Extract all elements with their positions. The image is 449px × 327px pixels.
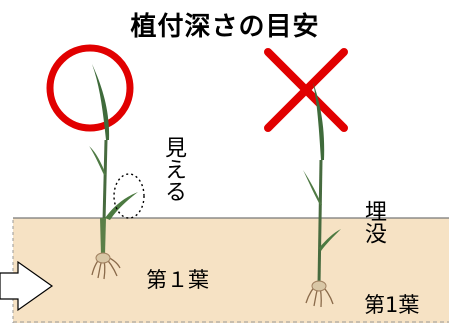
first-leaf-label-right: 第1葉 <box>364 293 420 317</box>
right-seedling-leaf <box>303 170 322 205</box>
circle-mark <box>46 44 134 132</box>
first-leaf-label-left: 第１葉 <box>146 268 209 292</box>
left-seedling-first-leaf <box>105 192 138 220</box>
left-seedling-blade <box>92 64 110 140</box>
first-leaf-dotted-circle <box>113 173 145 219</box>
left-seed <box>95 252 111 264</box>
left-seedling <box>89 64 138 280</box>
visible-label: 見える <box>161 136 186 202</box>
page-title: 植付深さの目安 <box>130 12 320 42</box>
right-seedling <box>303 82 341 308</box>
right-seedling-blade <box>313 82 325 160</box>
left-seedling-base <box>100 218 106 255</box>
first-leaf-arrow <box>0 260 54 312</box>
cross-mark <box>264 48 348 132</box>
buried-label: 埋没 <box>361 200 386 244</box>
soil-block <box>13 218 449 323</box>
right-seedling-first-leaf <box>319 229 341 251</box>
right-seedling-stem <box>317 159 323 286</box>
right-seed <box>311 280 327 292</box>
left-seedling-leaf <box>89 146 106 175</box>
